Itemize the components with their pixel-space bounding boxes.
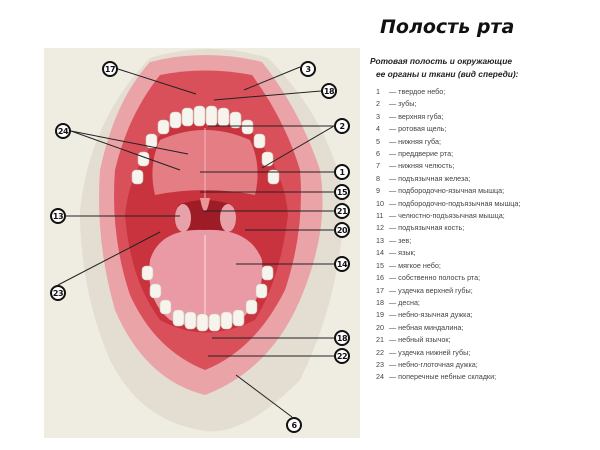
legend-item: 15 — мягкое небо; [376,260,441,270]
callout-6-vestibule: 6 [286,417,302,433]
legend-heading: Ротовая полость и окружающие ее органы и… [370,55,595,81]
legend-item: 23 — небно-глоточная дужка; [376,359,478,369]
legend-item: 10 — подбородочно-подъязычная мышца; [376,198,521,208]
page-title: Полость рта [380,16,515,38]
legend-item: 2 — зубы; [376,99,417,109]
callout-13-fauces: 13 [50,208,66,224]
callout-22-lower-lip-frenulum: 22 [334,348,350,364]
legend-item: 24 — поперечные небные складки; [376,372,497,382]
callout-20-tonsil: 20 [334,222,350,238]
mouth-diagram-panel [44,48,360,438]
legend-item: 5 — нижняя губа; [376,136,441,146]
legend-item: 3 — верхняя губа; [376,111,444,121]
callout-1-hard-palate: 1 [334,164,350,180]
legend-heading-line1: Ротовая полость и окружающие [370,56,512,66]
legend-item: 6 — преддверие рта; [376,149,454,159]
legend-heading-line2: ее органы и ткани (вид спереди): [376,69,519,79]
legend-item: 8 — подъязычная железа; [376,173,471,183]
callout-3-upper-lip: 3 [300,61,316,77]
legend-item: 4 — ротовая щель; [376,124,447,134]
legend-item: 12 — подъязычная кость; [376,223,465,233]
callout-23-palatopharyngeal-arch: 23 [50,285,66,301]
callout-17-upper-lip-frenulum: 17 [102,61,118,77]
legend-item: 18 — десна; [376,297,420,307]
legend-item: 17 — уздечка верхней губы; [376,285,473,295]
legend-item: 7 — нижняя челюсть; [376,161,455,171]
callout-2-teeth: 2 [334,118,350,134]
callout-15-soft-palate: 15 [334,184,350,200]
callout-18-gum-upper: 18 [321,83,337,99]
legend-item: 14 — язык; [376,248,416,258]
mouth-illustration [57,49,345,432]
legend-item: 20 — небная миндалина; [376,322,464,332]
callout-21-uvula: 21 [334,203,350,219]
callout-24-palatine-folds: 24 [55,123,71,139]
legend-item: 9 — подбородочно-язычная мышца; [376,186,505,196]
legend-item: 1 — твердое небо; [376,87,446,96]
legend-item: 11 — челюстно-подъязычная мышца; [376,211,505,221]
callout-18-gum-lower: 18 [334,330,350,346]
legend-item: 22 — уздечка нижней губы; [376,347,471,357]
legend-item: 13 — зев; [376,235,412,245]
legend-item: 16 — собственно полость рта; [376,273,481,283]
callout-14-tongue: 14 [334,256,350,272]
legend: Ротовая полость и окружающие ее органы и… [370,55,595,384]
legend-list: 1 — твердое небо; 2 — зубы; 3 — верхняя … [370,86,595,384]
legend-item: 19 — небно-язычная дужка; [376,310,473,320]
legend-item: 21 — небный язычок; [376,335,451,345]
